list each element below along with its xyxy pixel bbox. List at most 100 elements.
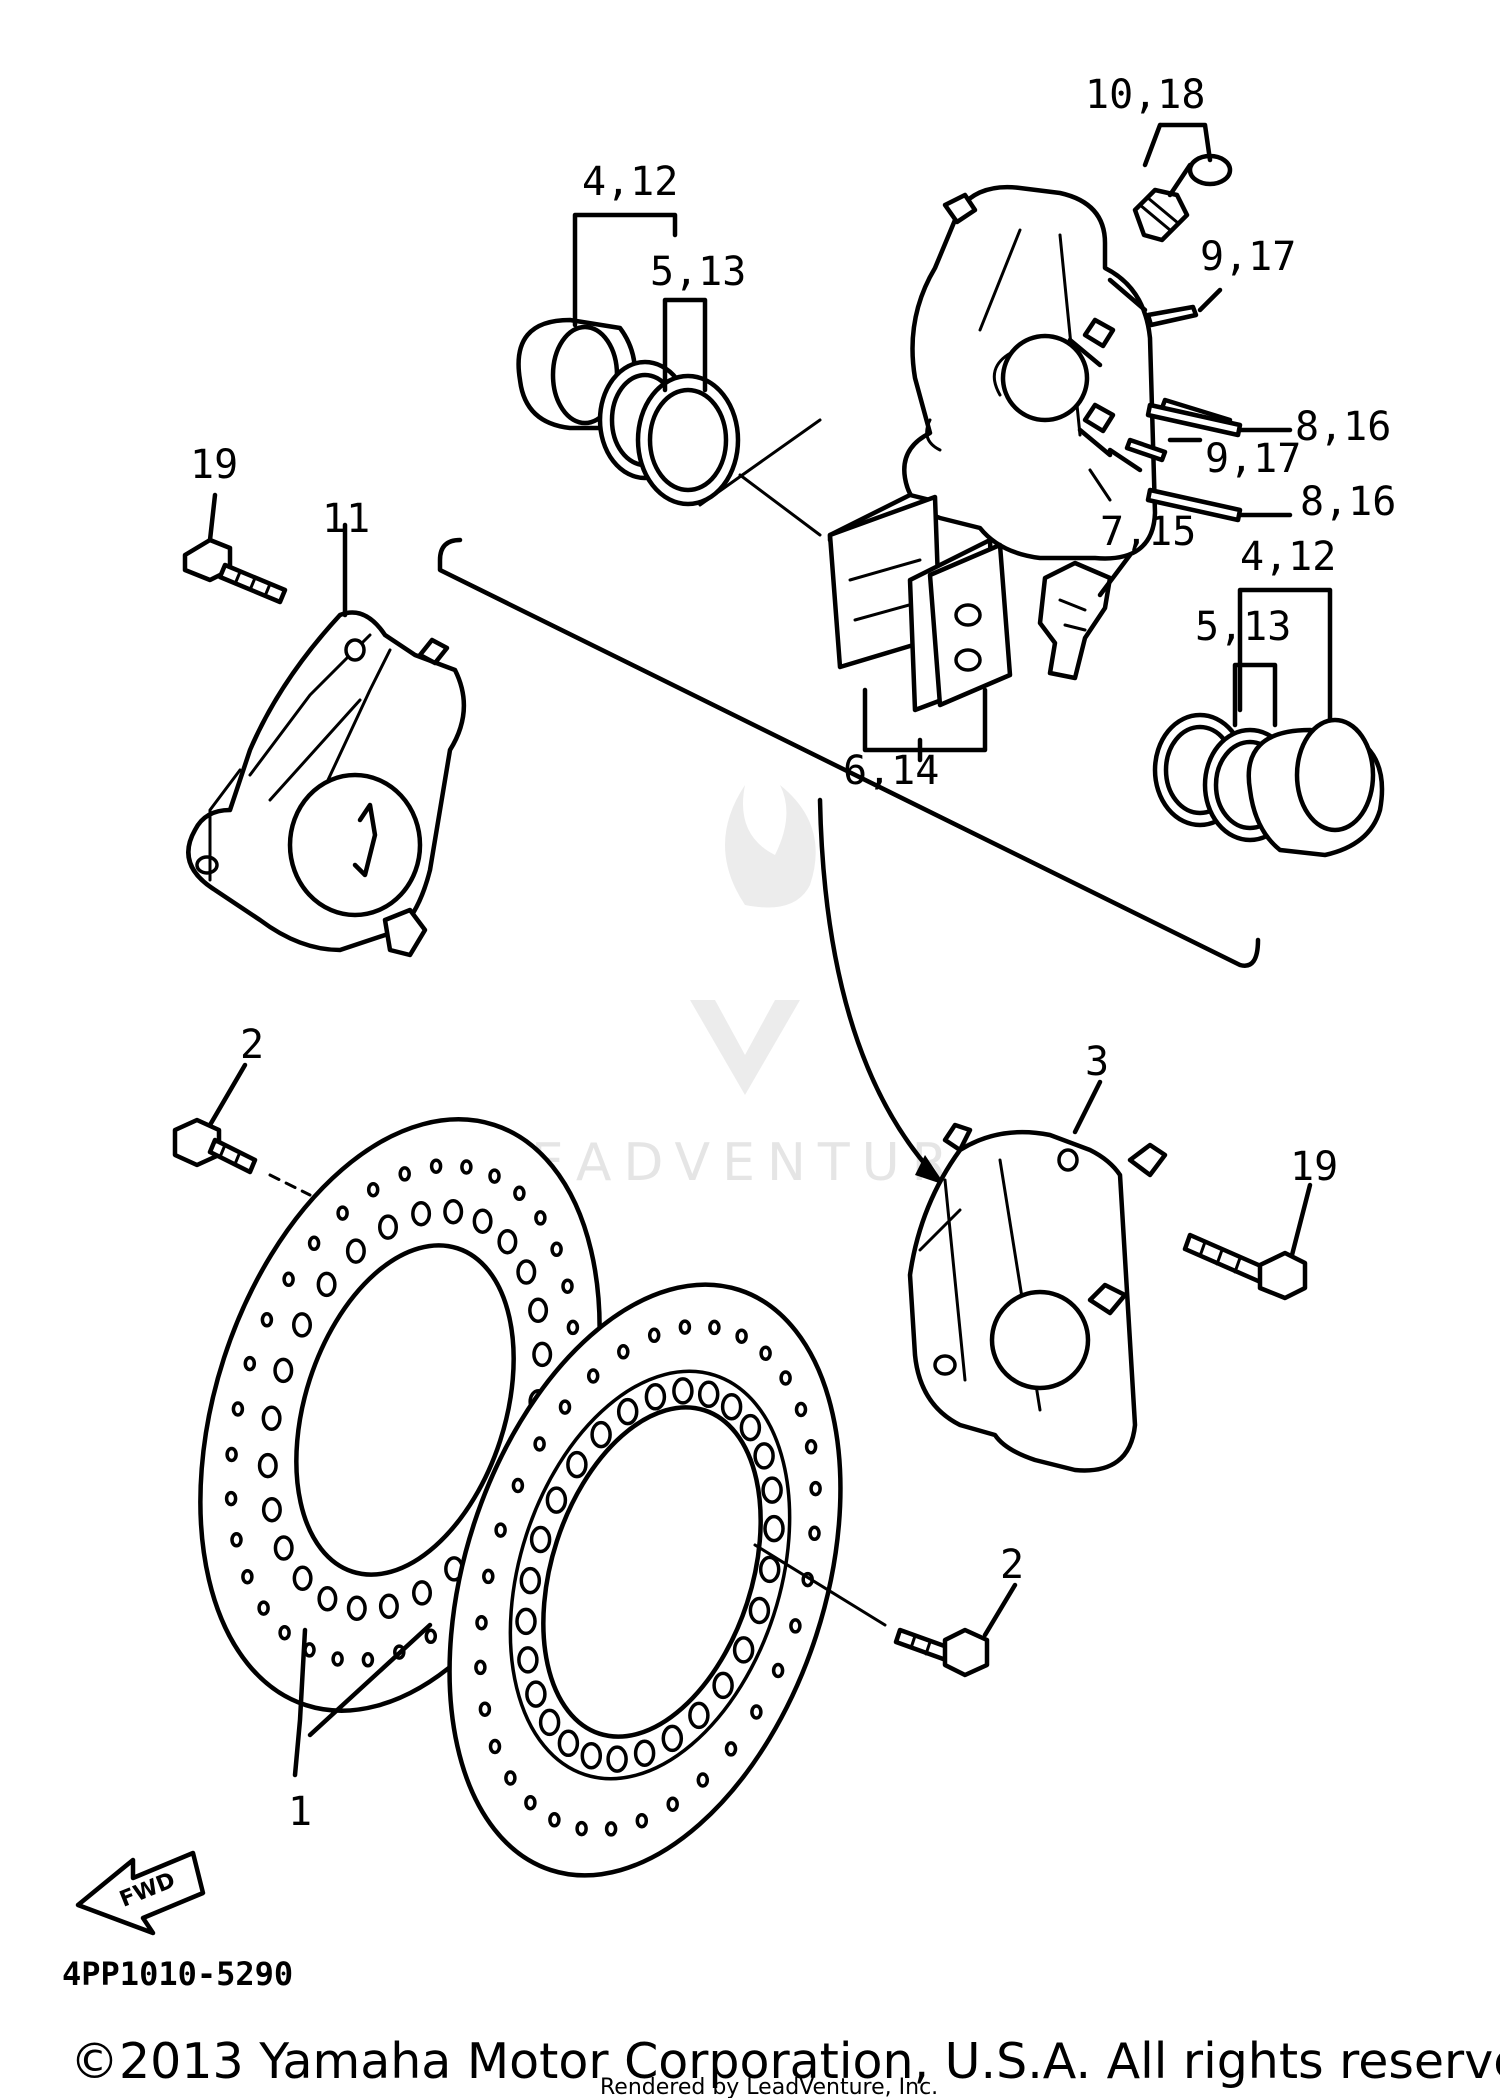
copyright-notice: ©2013 Yamaha Motor Corporation, U.S.A. A… xyxy=(70,2033,1500,2090)
disc-hole xyxy=(517,1646,539,1674)
disc-hole xyxy=(688,1701,710,1730)
disc-hole xyxy=(590,1420,612,1449)
disc-hole xyxy=(474,1659,487,1676)
disc-hole xyxy=(488,1168,501,1184)
disc-hole xyxy=(515,1607,537,1636)
disc-hole xyxy=(478,1701,492,1717)
disc-hole xyxy=(292,1565,313,1592)
disc-hole xyxy=(346,1595,367,1622)
disc-hole xyxy=(273,1357,294,1384)
rendered-by: Rendered by LeadVenture, Inc. xyxy=(600,2075,938,2098)
disc-hole xyxy=(317,1586,338,1612)
callout-3: 3 xyxy=(1085,1039,1109,1085)
disc-hole xyxy=(524,1794,537,1811)
disc-hole xyxy=(533,1436,546,1452)
disc-hole xyxy=(672,1377,694,1405)
disc-hole xyxy=(366,1181,380,1198)
disc-hole xyxy=(378,1214,398,1240)
disc-hole xyxy=(443,1198,464,1225)
disc-hole xyxy=(566,1450,588,1479)
disc-hole xyxy=(575,1820,588,1837)
callout-4-12-upper: 4,12 xyxy=(582,159,678,205)
disc-hole xyxy=(261,1496,282,1523)
disc-hole xyxy=(732,1636,755,1664)
disc-hole xyxy=(398,1166,411,1182)
disc-hole xyxy=(697,1380,720,1409)
disc-hole xyxy=(809,1480,822,1497)
disc-hole xyxy=(750,1704,763,1720)
left-bolt-19 xyxy=(182,492,288,605)
callout-6-14: 6,14 xyxy=(843,748,939,794)
disc-hole xyxy=(561,1278,574,1294)
disc-hole xyxy=(532,1341,553,1368)
disc-hole xyxy=(278,1624,291,1641)
callout-9-17-upper: 9,17 xyxy=(1200,234,1296,280)
disc-hole xyxy=(475,1614,488,1631)
callout-1: 1 xyxy=(288,1789,312,1835)
callout-19-right: 19 xyxy=(1290,1144,1338,1190)
disc-hole xyxy=(412,1580,432,1606)
disc-hole xyxy=(307,1235,321,1252)
disc-hole xyxy=(316,1271,337,1298)
right-piston-and-seals xyxy=(1152,587,1385,858)
disc-hole xyxy=(550,1241,563,1258)
disc-hole xyxy=(538,1708,561,1737)
callout-2-lower: 2 xyxy=(1000,1542,1024,1588)
disc-hole xyxy=(735,1328,748,1344)
watermark: LEADVENTURE xyxy=(490,785,993,1193)
disc-hole xyxy=(336,1205,349,1221)
disc-hole xyxy=(586,1368,600,1384)
callout-9-17-lower: 9,17 xyxy=(1205,436,1301,482)
disc-hole xyxy=(257,1452,278,1479)
disc-hole xyxy=(808,1525,821,1542)
disc-hole xyxy=(261,1405,282,1432)
disc-hole xyxy=(494,1522,507,1538)
brake-disc-right xyxy=(447,1282,843,1878)
disc-hole xyxy=(513,1185,526,1202)
callout-4-12-right: 4,12 xyxy=(1240,534,1336,580)
disc-hole xyxy=(566,1319,580,1336)
disc-bolt-lower xyxy=(753,1543,1018,1678)
callout-11: 11 xyxy=(322,496,370,542)
disc-hole xyxy=(411,1200,432,1227)
right-bolt-19 xyxy=(1182,1182,1313,1301)
leader-1 xyxy=(292,1622,433,1778)
disc-hole xyxy=(789,1618,802,1634)
disc-hole xyxy=(545,1486,568,1514)
disc-hole xyxy=(644,1383,667,1411)
disc-hole xyxy=(525,1680,547,1708)
drawing-code: 4PP1010-5290 xyxy=(62,1955,293,1993)
disc-hole xyxy=(712,1671,734,1700)
disc-hole xyxy=(580,1741,603,1770)
disc-hole xyxy=(511,1477,525,1494)
disc-hole xyxy=(497,1228,518,1255)
disc-hole xyxy=(548,1812,561,1828)
disc-hole xyxy=(472,1208,493,1234)
callout-8-16-lower: 8,16 xyxy=(1300,479,1396,525)
disc-hole xyxy=(616,1397,639,1426)
disc-hole xyxy=(378,1593,399,1620)
disc-hole xyxy=(529,1525,552,1554)
disc-hole xyxy=(647,1327,661,1344)
disc-hole xyxy=(724,1741,738,1757)
disc-hole xyxy=(758,1555,781,1584)
disc-hole xyxy=(696,1772,710,1788)
upper-piston-and-seals xyxy=(516,212,822,537)
disc-hole xyxy=(678,1319,692,1335)
disc-hole xyxy=(794,1401,808,1418)
pad-support xyxy=(1037,552,1133,681)
disc-hole xyxy=(557,1729,580,1758)
disc-hole xyxy=(661,1724,684,1753)
disc-bolt-upper xyxy=(172,1062,312,1197)
disc-hole xyxy=(763,1514,785,1543)
disc-hole xyxy=(292,1312,312,1338)
callout-2-upper: 2 xyxy=(240,1022,264,1068)
disc-hole xyxy=(331,1651,344,1667)
disc-hole xyxy=(708,1319,721,1336)
disc-hole xyxy=(606,1745,628,1773)
disc-hole xyxy=(243,1355,257,1372)
disc-hole xyxy=(429,1158,443,1174)
callout-5-13-upper: 5,13 xyxy=(650,249,746,295)
disc-hole xyxy=(779,1370,792,1386)
